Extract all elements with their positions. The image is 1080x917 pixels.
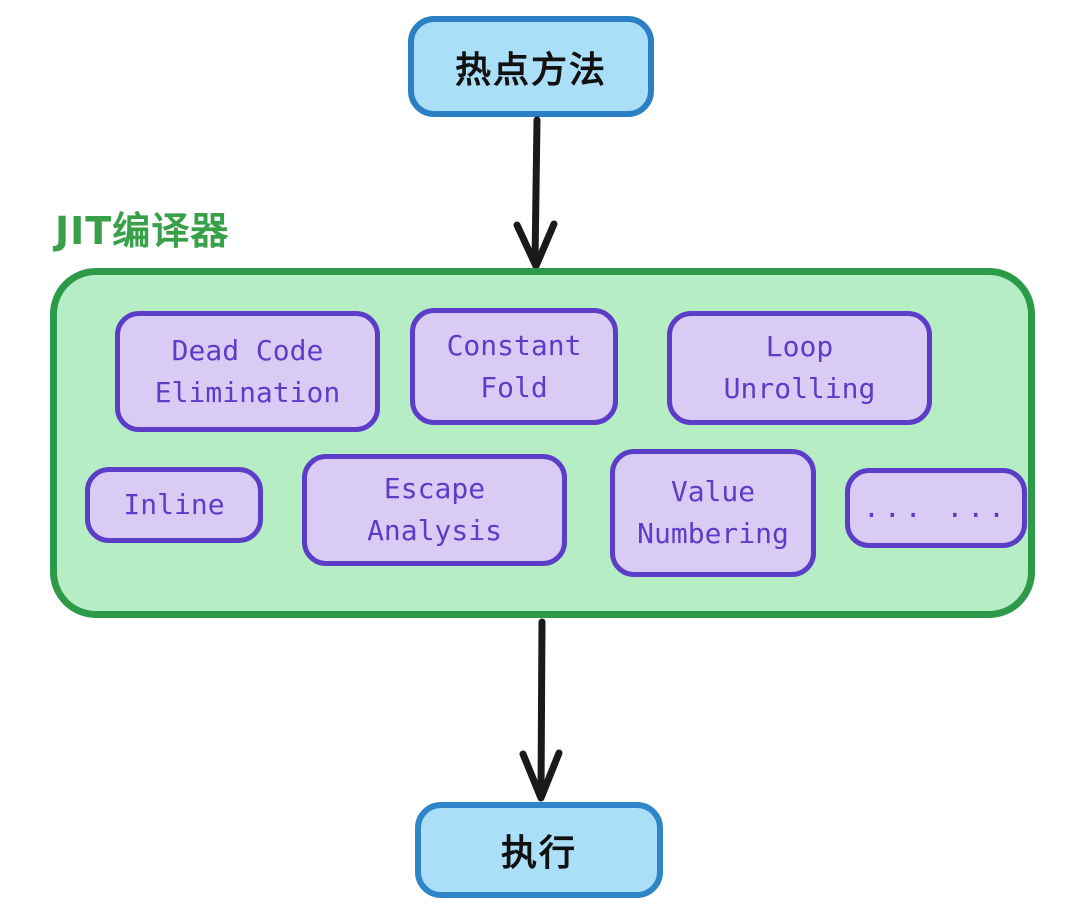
hot-method-node: 热点方法 bbox=[408, 16, 654, 117]
opt-box-value-numbering: Value Numbering bbox=[610, 449, 816, 577]
execute-node: 执行 bbox=[415, 802, 663, 898]
arrow-jit-to-execute bbox=[519, 618, 563, 802]
arrow-hot-method-to-jit bbox=[513, 116, 558, 270]
opt-box-inline: Inline bbox=[85, 467, 263, 543]
opt-box-escape-analysis: Escape Analysis bbox=[302, 454, 567, 566]
jit-compiler-label: JIT编译器 bbox=[55, 209, 230, 253]
opt-box-constant-fold: Constant Fold bbox=[410, 308, 618, 425]
opt-box-loop-unrolling: Loop Unrolling bbox=[667, 311, 932, 425]
opt-box-more-ellipsis: ... ... bbox=[845, 468, 1027, 548]
opt-box-dead-code-elimination: Dead Code Elimination bbox=[115, 311, 380, 432]
